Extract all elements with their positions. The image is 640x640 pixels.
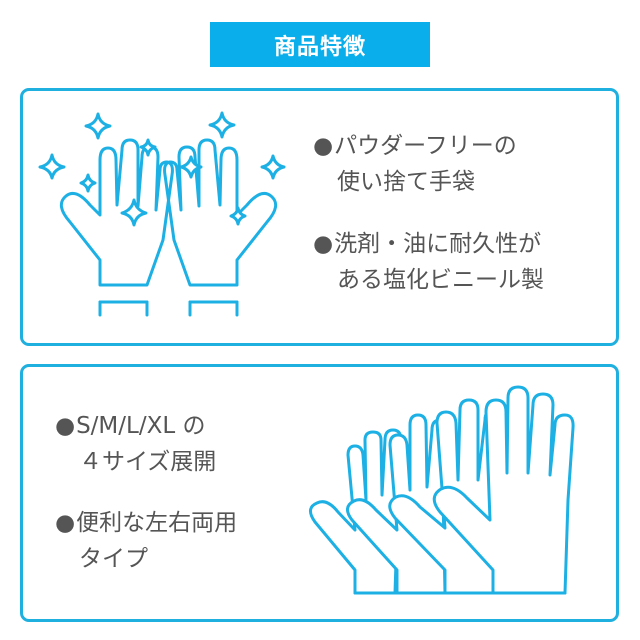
feature-item-sizes: ●S/M/L/XL の ４サイズ展開 — [55, 408, 216, 480]
section-title: 商品特徴 — [273, 34, 366, 60]
bullet-icon: ● — [313, 231, 334, 257]
sparkle-icons — [38, 111, 286, 227]
bullet-icon: ● — [313, 133, 334, 159]
feature-text-line1: パウダーフリーの — [334, 133, 517, 159]
feature-text-line2: ４サイズ展開 — [79, 449, 217, 475]
feature-text-line2: ある塩化ビニール製 — [337, 267, 544, 293]
feature-text-line1: 便利な左右両用 — [76, 510, 238, 536]
feature-item-powder-free: ●パウダーフリーの 使い捨て手袋 — [313, 128, 517, 200]
feature-item-pvc-durable: ●洗剤・油に耐久性が ある塩化ビニール製 — [313, 226, 544, 298]
feature-item-ambidextrous: ●便利な左右両用 タイプ — [55, 505, 237, 577]
bullet-icon: ● — [55, 510, 76, 536]
bullet-icon: ● — [55, 413, 76, 439]
feature-text-line2: 使い捨て手袋 — [337, 169, 475, 195]
feature-text-line1: 洗剤・油に耐久性が — [334, 231, 542, 257]
section-title-banner: 商品特徴 — [210, 22, 430, 67]
feature-text-line2: タイプ — [79, 546, 148, 572]
feature-text-line1: S/M/L/XL の — [76, 413, 206, 439]
